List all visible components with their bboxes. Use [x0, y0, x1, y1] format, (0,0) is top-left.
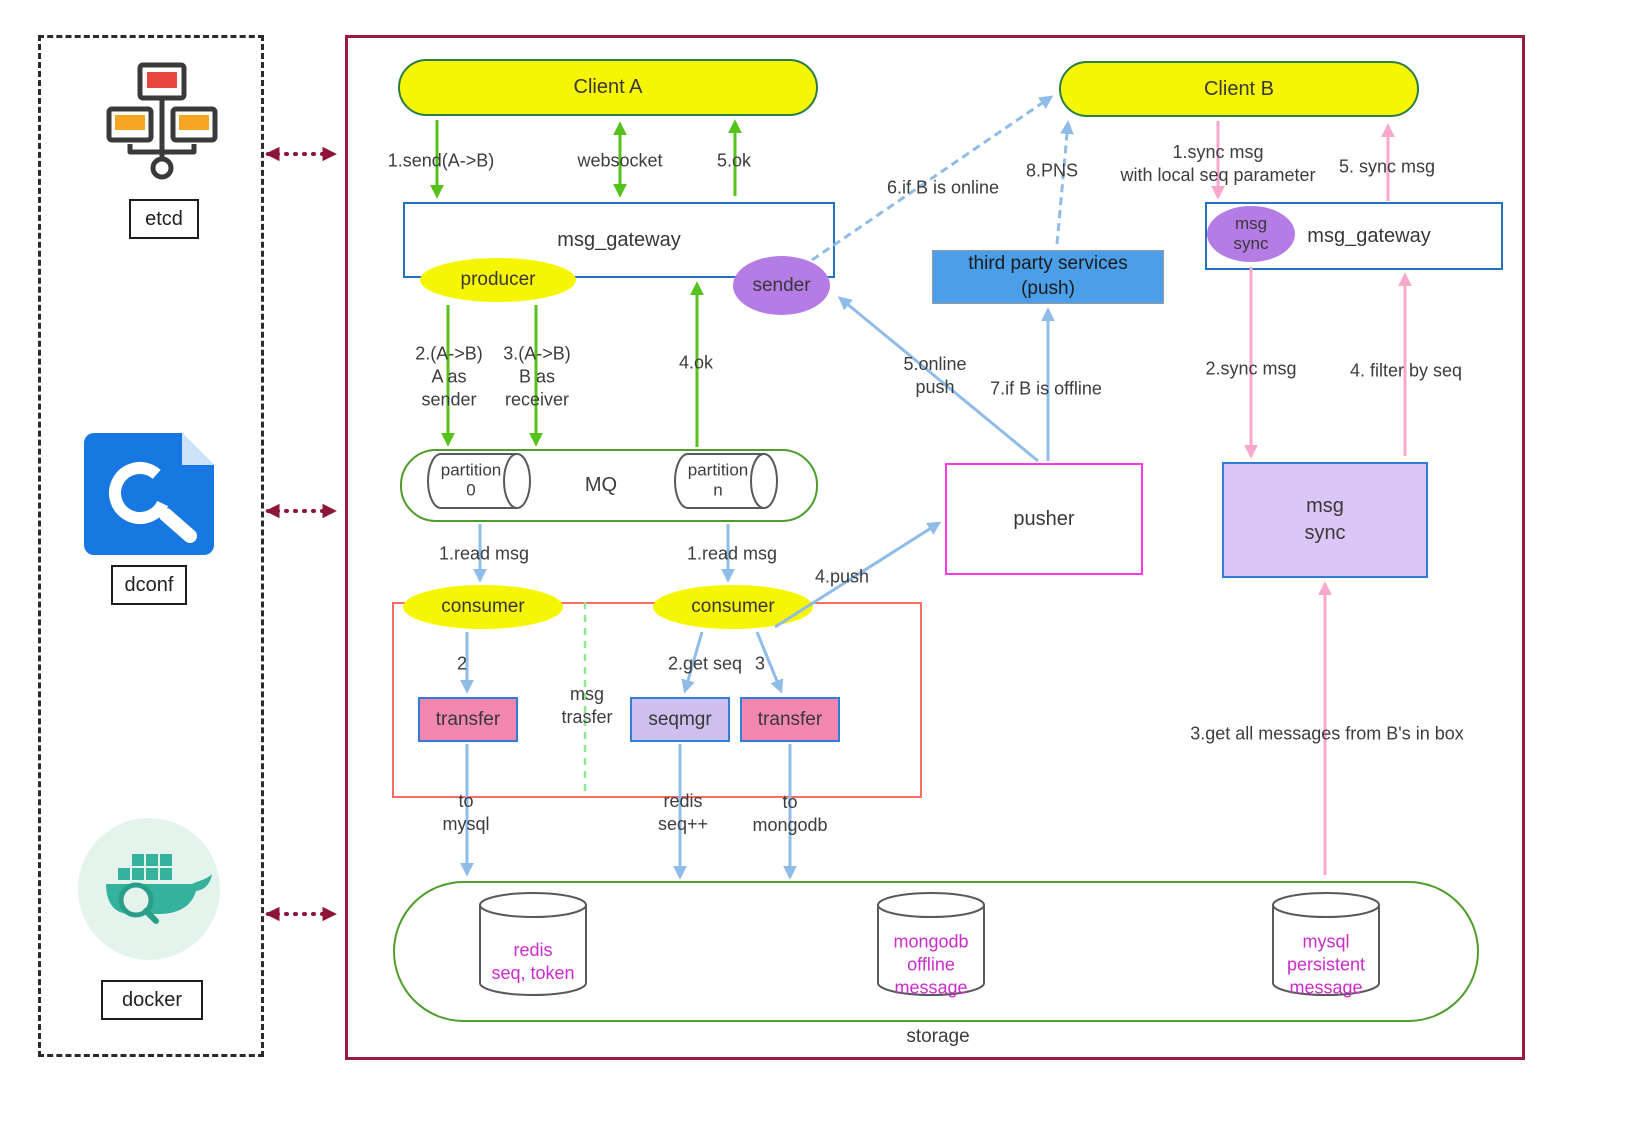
infra-panel-frame: [38, 35, 264, 1057]
consumer-right-ellipse: consumer: [653, 585, 813, 629]
etcd-label-text: etcd: [145, 207, 183, 230]
storage-label: storage: [906, 1025, 970, 1047]
label-send-1: 1.send(A->B): [387, 150, 495, 171]
label-to-mysql: to mysql: [442, 790, 490, 834]
client-a-node: Client A: [398, 59, 818, 116]
mongodb-label: mongodb offline message: [893, 931, 969, 998]
label-to-mongodb: to mongodb: [752, 791, 828, 835]
label-step-2: 2: [456, 653, 468, 674]
label-if-b-offline: 7.if B is offline: [990, 378, 1102, 399]
consumer-left-ellipse: consumer: [403, 585, 563, 629]
label-ok-5: 5.ok: [716, 150, 752, 171]
mysql-label: mysql persistent message: [1286, 931, 1366, 998]
redis-label: redis seq, token: [491, 939, 575, 983]
infra-link-arrows: [265, 146, 337, 922]
etcd-icon: [106, 62, 218, 180]
label-push-4: 4.push: [814, 566, 870, 587]
label-b-as-receiver: 3.(A->B) B as receiver: [503, 343, 571, 410]
label-get-seq: 2.get seq: [667, 653, 743, 674]
pusher-node: pusher: [945, 463, 1143, 575]
label-a-as-sender: 2.(A->B) A as sender: [415, 343, 483, 410]
docker-icon: [78, 818, 220, 960]
label-websocket: websocket: [577, 150, 663, 171]
seqmgr-node: seqmgr: [630, 697, 730, 742]
label-step-3: 3: [754, 653, 766, 674]
label-sync-msg-1: 1.sync msg with local seq parameter: [1120, 141, 1316, 185]
dconf-label: dconf: [111, 565, 187, 605]
transfer-right-node: transfer: [740, 697, 840, 742]
label-read-msg-left: 1.read msg: [438, 543, 530, 564]
docker-label: docker: [101, 980, 203, 1020]
docker-label-text: docker: [121, 988, 183, 1011]
label-online-push: 5.online push: [903, 353, 967, 397]
label-get-all-messages: 3.get all messages from B's in box: [1190, 723, 1464, 744]
partition-0-label: partition 0: [440, 460, 502, 499]
mq-label: MQ: [584, 474, 618, 497]
main-system-frame: [345, 35, 1525, 1060]
label-redis-seq: redis seq++: [657, 790, 709, 834]
producer-ellipse: producer: [420, 258, 576, 302]
sender-ellipse: sender: [733, 256, 830, 315]
label-sync-msg-5: 5. sync msg: [1338, 156, 1436, 177]
transfer-left-node: transfer: [418, 697, 518, 742]
label-if-b-online: 6.if B is online: [886, 177, 1000, 198]
partition-n-label: partition n: [687, 460, 749, 499]
label-ok-4: 4.ok: [678, 352, 714, 373]
etcd-label: etcd: [129, 199, 199, 239]
label-filter-by-seq: 4. filter by seq: [1349, 360, 1463, 381]
msg-sync-box-node: msg sync: [1222, 462, 1428, 578]
third-party-services-node: third party services (push): [932, 250, 1164, 304]
dconf-icon: [84, 433, 214, 555]
msg-sync-badge-ellipse: msg sync: [1207, 206, 1295, 262]
client-b-node: Client B: [1059, 61, 1419, 117]
label-pns: 8.PNS: [1025, 160, 1079, 181]
label-sync-msg-2: 2.sync msg: [1205, 358, 1297, 379]
label-read-msg-right: 1.read msg: [686, 543, 778, 564]
dconf-label-text: dconf: [124, 573, 174, 596]
label-msg-trasfer: msg trasfer: [561, 683, 613, 727]
